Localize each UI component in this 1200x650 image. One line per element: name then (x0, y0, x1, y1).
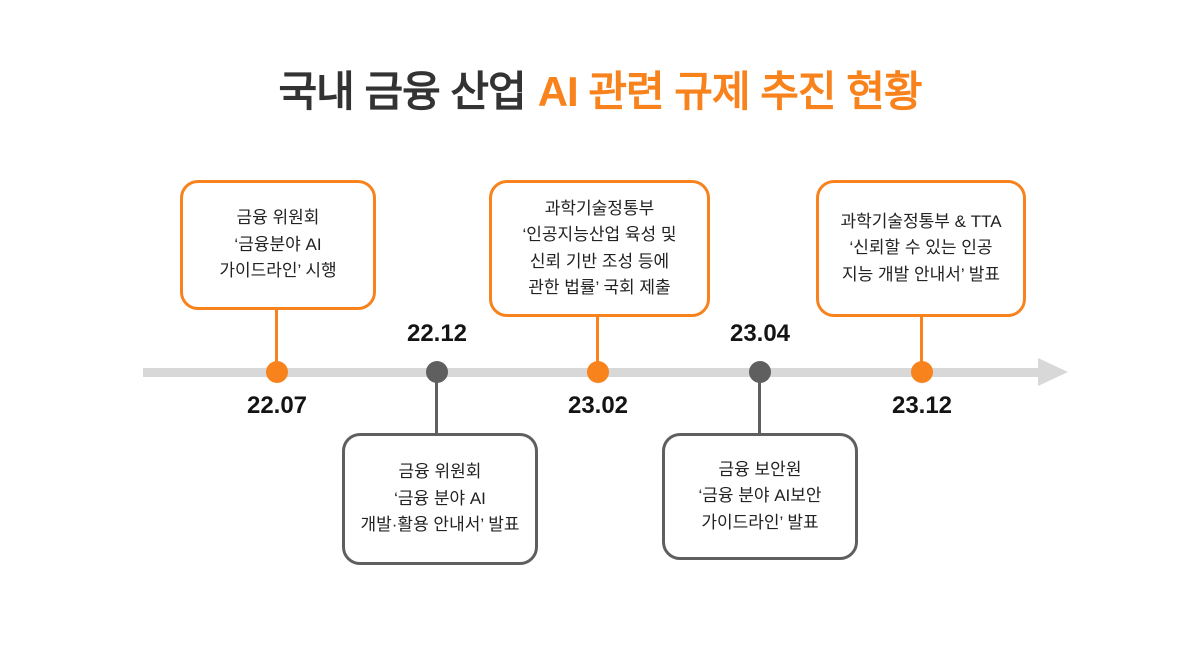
title-accent: AI 관련 규제 추진 현황 (537, 68, 923, 115)
callout-connector (920, 313, 923, 372)
event-callout-text: 과학기술정통부 & TTA ‘신뢰할 수 있는 인공 지능 개발 안내서’ 발표 (840, 211, 1002, 284)
event-date: 23.04 (729, 320, 791, 347)
event-dot (426, 361, 448, 383)
event-date: 22.12 (406, 320, 468, 347)
event-callout: 과학기술정통부 ‘인공지능산업 육성 및 신뢰 기반 조성 등에 관한 법률’ … (489, 180, 710, 317)
event-callout: 금융 위원회 ‘금융 분야 AI 개발·활용 안내서’ 발표 (342, 433, 538, 565)
event-date: 22.07 (246, 392, 308, 419)
event-callout-text: 금융 위원회 ‘금융분야 AI 가이드라인’ 시행 (219, 208, 337, 281)
event-callout-text: 과학기술정통부 ‘인공지능산업 육성 및 신뢰 기반 조성 등에 관한 법률’ … (522, 198, 677, 297)
timeline-arrow-icon (1038, 358, 1068, 386)
event-callout-text: 금융 보안원 ‘금융 분야 AI보안 가이드라인’ 발표 (698, 459, 822, 532)
event-callout: 금융 보안원 ‘금융 분야 AI보안 가이드라인’ 발표 (662, 433, 858, 560)
event-dot (587, 361, 609, 383)
event-callout: 과학기술정통부 & TTA ‘신뢰할 수 있는 인공 지능 개발 안내서’ 발표 (816, 180, 1026, 317)
event-dot (266, 361, 288, 383)
callout-connector (275, 306, 278, 372)
event-date: 23.02 (567, 392, 629, 419)
event-callout-text: 금융 위원회 ‘금융 분야 AI 개발·활용 안내서’ 발표 (360, 462, 520, 535)
event-dot (911, 361, 933, 383)
title-main: 국내 금융 산업 (278, 68, 527, 115)
callout-connector (596, 313, 599, 372)
callout-connector (758, 372, 761, 435)
callout-connector (435, 372, 438, 435)
event-dot (749, 361, 771, 383)
event-callout: 금융 위원회 ‘금융분야 AI 가이드라인’ 시행 (180, 180, 376, 310)
event-date: 23.12 (891, 392, 953, 419)
